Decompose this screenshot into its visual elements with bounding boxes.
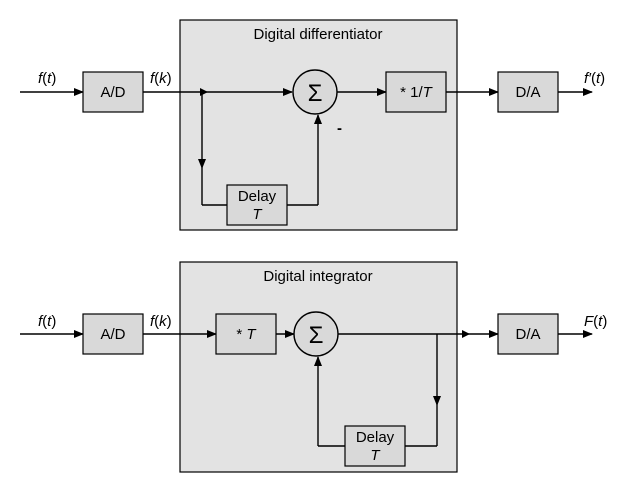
int-scale-label: * T [236,326,257,343]
diff-dac-label: D/A [515,84,540,101]
diff-input-signal-label: f(t) [38,70,56,87]
int-input-signal-label: f(t) [38,313,56,330]
int-delay-var: T [370,447,381,464]
diff-sum-symbol: Σ [308,80,323,107]
int-delay-block [344,425,406,467]
int-sum-symbol: Σ [309,322,324,349]
diff-output-signal-label: f′(t) [584,70,605,87]
int-delay-label: Delay [356,429,395,446]
int-dac-label: D/A [515,326,540,343]
integrator-diagram: Digital integrator f(t) A/D f(k) * T Σ D… [20,261,607,473]
diff-sampled-signal-label: f(k) [150,70,172,87]
int-junction-arrow [462,330,470,338]
diff-minus-sign: - [337,120,342,137]
int-output-signal-label: F(t) [584,313,607,330]
diff-delay-label: Delay [238,188,277,205]
diff-scale-label: * 1/T [400,84,434,101]
int-sampled-signal-label: f(k) [150,313,172,330]
differentiator-title: Digital differentiator [254,26,383,43]
diff-adc-label: A/D [100,84,125,101]
int-scale-block [215,313,277,355]
int-dac-block [497,313,559,355]
int-adc-label: A/D [100,326,125,343]
integrator-title: Digital integrator [263,268,372,285]
differentiator-diagram: Digital differentiator f(t) A/D f(k) Del… [20,19,605,231]
diff-delay-var: T [252,206,263,223]
diff-dac-block [497,71,559,113]
diff-adc-block [82,71,144,113]
